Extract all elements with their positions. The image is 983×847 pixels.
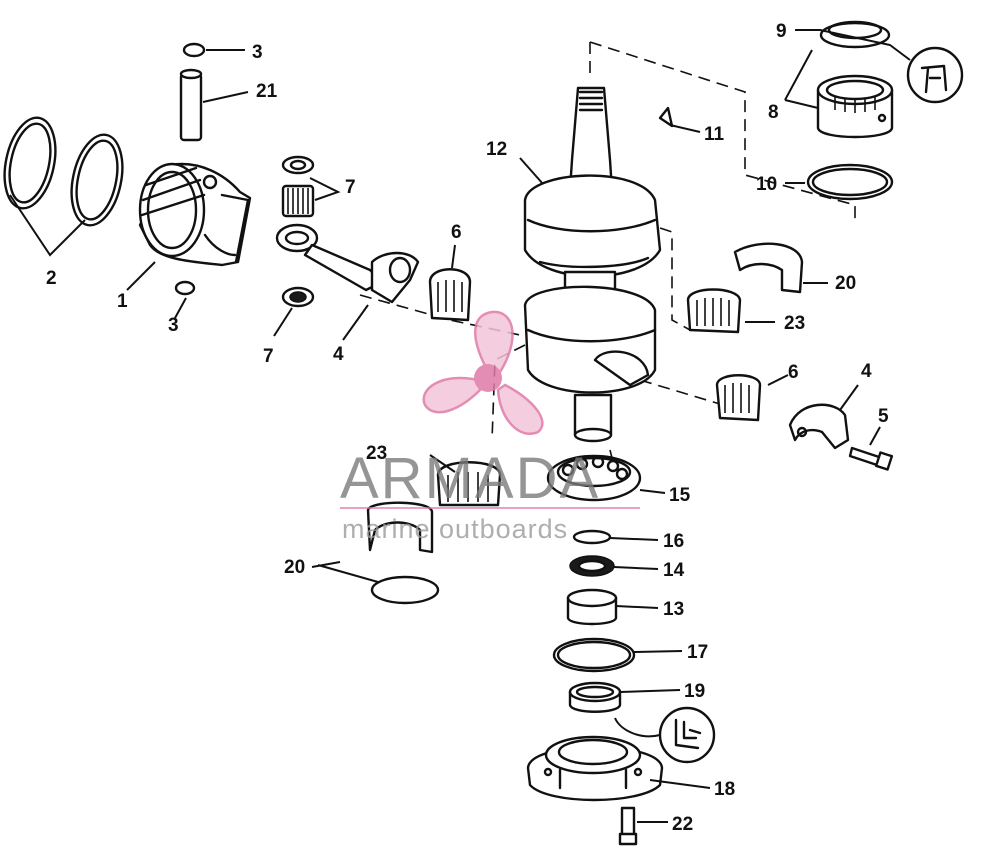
callout-labels: 3 21 9 8 11 12 7 10 6 2 20 1 23 3 7 4 6 … bbox=[46, 21, 889, 835]
ball-bearing bbox=[546, 454, 642, 502]
propeller-logo bbox=[422, 310, 544, 435]
center-main-bearing-left bbox=[436, 461, 502, 507]
callout-1: 1 bbox=[117, 291, 128, 312]
callout-23-left: 23 bbox=[366, 443, 387, 464]
callout-19: 19 bbox=[684, 681, 705, 702]
callout-7-top: 7 bbox=[345, 177, 356, 198]
callout-12: 12 bbox=[486, 139, 507, 160]
lower-seal bbox=[568, 681, 622, 713]
leader-lines bbox=[9, 29, 911, 823]
callout-9: 9 bbox=[776, 21, 787, 42]
watermark: ARMADA marine outboards bbox=[340, 310, 640, 544]
lubricant-icon bbox=[906, 46, 964, 104]
lower-o-ring bbox=[552, 637, 636, 673]
callout-5: 5 bbox=[878, 406, 889, 427]
piston bbox=[138, 162, 252, 267]
housing-bolt bbox=[618, 806, 638, 846]
callout-14: 14 bbox=[663, 560, 685, 581]
upper-o-ring bbox=[806, 163, 894, 201]
snap-ring bbox=[572, 529, 612, 545]
wrist-pin-bearings bbox=[281, 155, 315, 308]
rod-cap-bolt bbox=[848, 446, 894, 471]
callout-21: 21 bbox=[256, 81, 278, 102]
callout-3-top: 3 bbox=[252, 42, 263, 63]
callout-16: 16 bbox=[663, 531, 684, 552]
callout-13: 13 bbox=[663, 599, 684, 620]
callout-10: 10 bbox=[756, 174, 777, 195]
callout-2: 2 bbox=[46, 268, 57, 289]
rod-cap bbox=[788, 403, 850, 450]
callout-20-bottom: 20 bbox=[284, 557, 305, 578]
upper-main-bearing bbox=[816, 74, 894, 139]
callout-11: 11 bbox=[704, 124, 725, 145]
callout-23-right: 23 bbox=[784, 313, 805, 334]
watermark-subtitle: marine outboards bbox=[342, 514, 568, 544]
callout-20-top: 20 bbox=[835, 273, 856, 294]
callout-4-left: 4 bbox=[333, 344, 344, 365]
crankshaft bbox=[523, 86, 662, 443]
callout-7-bottom: 7 bbox=[263, 346, 274, 367]
callout-6-right: 6 bbox=[788, 362, 799, 383]
rod-bearing-cage-left bbox=[428, 268, 472, 322]
oil-seal bbox=[569, 555, 615, 577]
bearing-sleeve bbox=[566, 588, 618, 626]
callout-18: 18 bbox=[714, 779, 735, 800]
sealant-icon bbox=[658, 706, 716, 764]
callout-15: 15 bbox=[669, 485, 691, 506]
callout-8: 8 bbox=[768, 102, 779, 123]
piston-pin-clips bbox=[174, 42, 206, 296]
callout-4-right: 4 bbox=[861, 361, 872, 382]
woodruff-key bbox=[658, 106, 674, 128]
callout-22: 22 bbox=[672, 814, 693, 835]
piston-pin bbox=[179, 68, 203, 142]
callout-6-left: 6 bbox=[451, 222, 462, 243]
rod-bearing-cage-right bbox=[715, 374, 762, 422]
main-bearing-retainer-upper bbox=[733, 242, 804, 294]
callout-3-bottom: 3 bbox=[168, 315, 179, 336]
piston-rings bbox=[3, 116, 124, 227]
watermark-title: ARMADA bbox=[340, 446, 600, 511]
connecting-rod bbox=[275, 223, 420, 304]
callout-17: 17 bbox=[687, 642, 708, 663]
center-main-bearing-right bbox=[686, 288, 742, 334]
main-bearing-retainer-lower bbox=[366, 501, 440, 605]
lower-bearing-housing bbox=[526, 735, 664, 802]
